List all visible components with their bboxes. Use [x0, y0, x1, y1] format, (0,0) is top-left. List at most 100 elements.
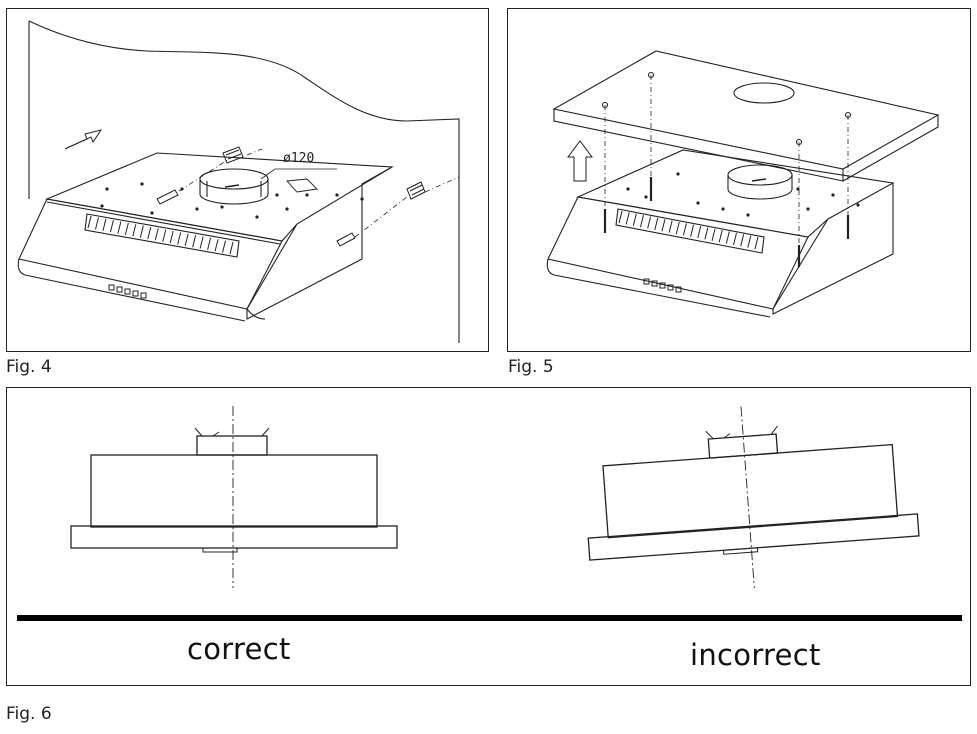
- vent-slot: [675, 221, 680, 235]
- vent-slot: [222, 240, 227, 253]
- vent-slot: [177, 232, 182, 245]
- mounting-screw-icon: [603, 177, 850, 267]
- plate-hole: [831, 193, 835, 197]
- control-button-icon: [651, 280, 658, 287]
- vent-slot: [147, 226, 152, 240]
- plate-hole: [644, 195, 648, 199]
- direction-arrow-icon: [64, 129, 103, 150]
- control-buttons: [108, 284, 147, 299]
- plate-hole: [856, 203, 860, 207]
- vent-slot: [207, 237, 212, 251]
- vent-slot: [169, 230, 174, 244]
- control-button-icon: [132, 290, 139, 297]
- fig4-drawing: ø120: [17, 20, 460, 343]
- fig6-label: Fig. 6: [6, 704, 52, 724]
- vent-slot: [725, 231, 730, 244]
- caption-incorrect: incorrect: [690, 638, 821, 672]
- vent-slot: [668, 220, 673, 233]
- vent-slot: [625, 212, 630, 225]
- control-button-icon: [116, 286, 123, 293]
- vent-slot: [162, 229, 167, 242]
- vent-slot: [229, 241, 234, 255]
- hood-side-panel: [246, 166, 393, 320]
- plate-hole: [676, 172, 680, 176]
- outlet-collar: [727, 164, 793, 200]
- fig4-label: Fig. 4: [6, 357, 52, 377]
- lift-arrow-icon: [567, 140, 593, 182]
- vent-grille: [84, 213, 240, 258]
- centerline: [740, 406, 755, 589]
- plate-hole: [746, 213, 750, 217]
- plate-hole: [335, 193, 339, 197]
- vent-slot: [711, 228, 716, 241]
- fig6-drawing: [17, 406, 962, 621]
- vent-slot: [747, 235, 752, 248]
- plate-hole: [220, 205, 224, 209]
- plate-hole: [140, 182, 144, 186]
- mounting-board: [552, 50, 940, 182]
- vent-slot: [733, 232, 738, 246]
- hood-correct: [70, 406, 398, 588]
- plate-hole: [626, 187, 630, 191]
- wall-screw-icon: [406, 181, 426, 200]
- vent-slot: [94, 217, 99, 230]
- vent-slot: [754, 236, 759, 250]
- vent-slot: [647, 216, 652, 229]
- vent-slot: [124, 222, 129, 235]
- vent-slot: [718, 230, 723, 243]
- hood-top-plate: [45, 152, 394, 242]
- fig5-panel: [507, 8, 971, 352]
- control-button-icon: [659, 282, 666, 289]
- wall-screw-icon: [336, 232, 356, 247]
- fig5-label: Fig. 5: [508, 357, 554, 377]
- vent-slot: [87, 215, 92, 229]
- fig6-panel: correct incorrect: [6, 387, 971, 686]
- caption-correct: correct: [187, 632, 291, 666]
- vent-slot: [199, 236, 204, 249]
- plate-hole: [105, 187, 109, 191]
- vent-slot: [654, 217, 659, 230]
- vent-slot: [184, 233, 189, 246]
- plate-hole: [195, 207, 199, 211]
- hood-front-panel: [18, 198, 283, 310]
- vent-slot: [139, 225, 144, 238]
- vent-slot: [697, 225, 702, 239]
- plate-hole: [360, 197, 364, 201]
- control-button-icon: [667, 284, 674, 291]
- control-button-icon: [124, 288, 131, 295]
- vent-slot: [214, 239, 219, 252]
- control-buttons: [643, 278, 682, 293]
- vent-grille: [615, 208, 765, 254]
- diameter-label: ø120: [283, 151, 314, 166]
- vent-slot: [192, 235, 197, 248]
- plate-hole: [696, 201, 700, 205]
- outlet-collar: [199, 168, 269, 205]
- vent-slot: [740, 234, 745, 247]
- vent-slot: [704, 227, 709, 240]
- vent-slot: [102, 218, 107, 231]
- wall-screw-icon: [222, 146, 244, 164]
- board-duct-hole: [733, 82, 795, 104]
- vent-slot: [109, 219, 114, 233]
- plate-hole: [285, 207, 289, 211]
- vent-slot: [690, 224, 695, 237]
- control-button-icon: [643, 278, 650, 285]
- vent-slot: [618, 210, 623, 224]
- control-button-icon: [108, 284, 115, 291]
- wall-screw-icon: [156, 189, 179, 205]
- vent-slot: [682, 223, 687, 236]
- plate-hole: [150, 211, 154, 215]
- plate-hole: [796, 187, 800, 191]
- vent-slot: [661, 219, 666, 232]
- wall-outline: [28, 20, 460, 343]
- plate-hole: [100, 204, 104, 208]
- vent-slot: [632, 213, 637, 226]
- plate-hole: [255, 215, 259, 219]
- control-button-icon: [140, 292, 147, 299]
- plate-hole: [305, 193, 309, 197]
- fig4-panel: ø120: [6, 8, 489, 352]
- vent-slot: [117, 221, 122, 234]
- vent-slot: [132, 224, 137, 237]
- plate-hole: [806, 207, 810, 211]
- plate-hole: [275, 193, 279, 197]
